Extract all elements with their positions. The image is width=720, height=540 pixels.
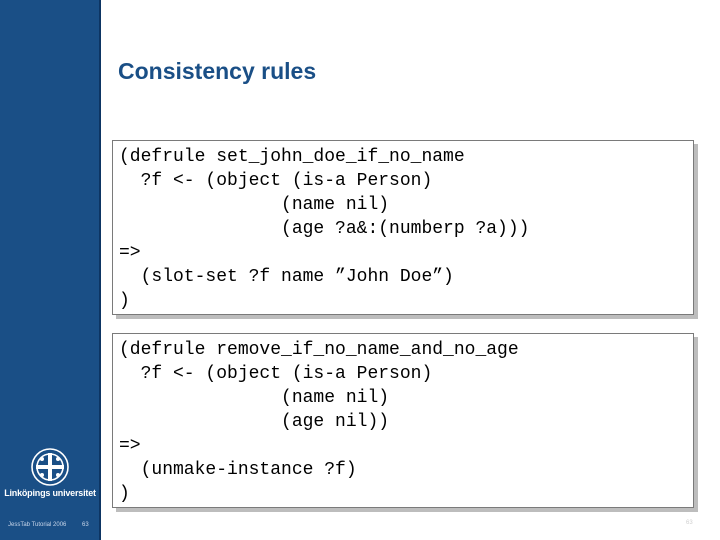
page-number: 63 [686, 520, 693, 526]
footer-text: JessTab Tutorial 2006 [8, 522, 67, 528]
code-text: (defrule set_john_doe_if_no_name ?f <- (… [119, 147, 530, 311]
code-text: (defrule remove_if_no_name_and_no_age ?f… [119, 340, 519, 504]
sidebar-divider [99, 0, 101, 540]
university-name: Linköpings universitet [4, 488, 96, 498]
code-block-remove-instance: (defrule remove_if_no_name_and_no_age ?f… [112, 333, 694, 508]
code-block-set-john-doe: (defrule set_john_doe_if_no_name ?f <- (… [112, 140, 694, 315]
sidebar [0, 0, 100, 540]
slide-title: Consistency rules [118, 58, 317, 84]
university-logo-icon [31, 448, 69, 486]
footer-page-number: 63 [82, 522, 89, 528]
